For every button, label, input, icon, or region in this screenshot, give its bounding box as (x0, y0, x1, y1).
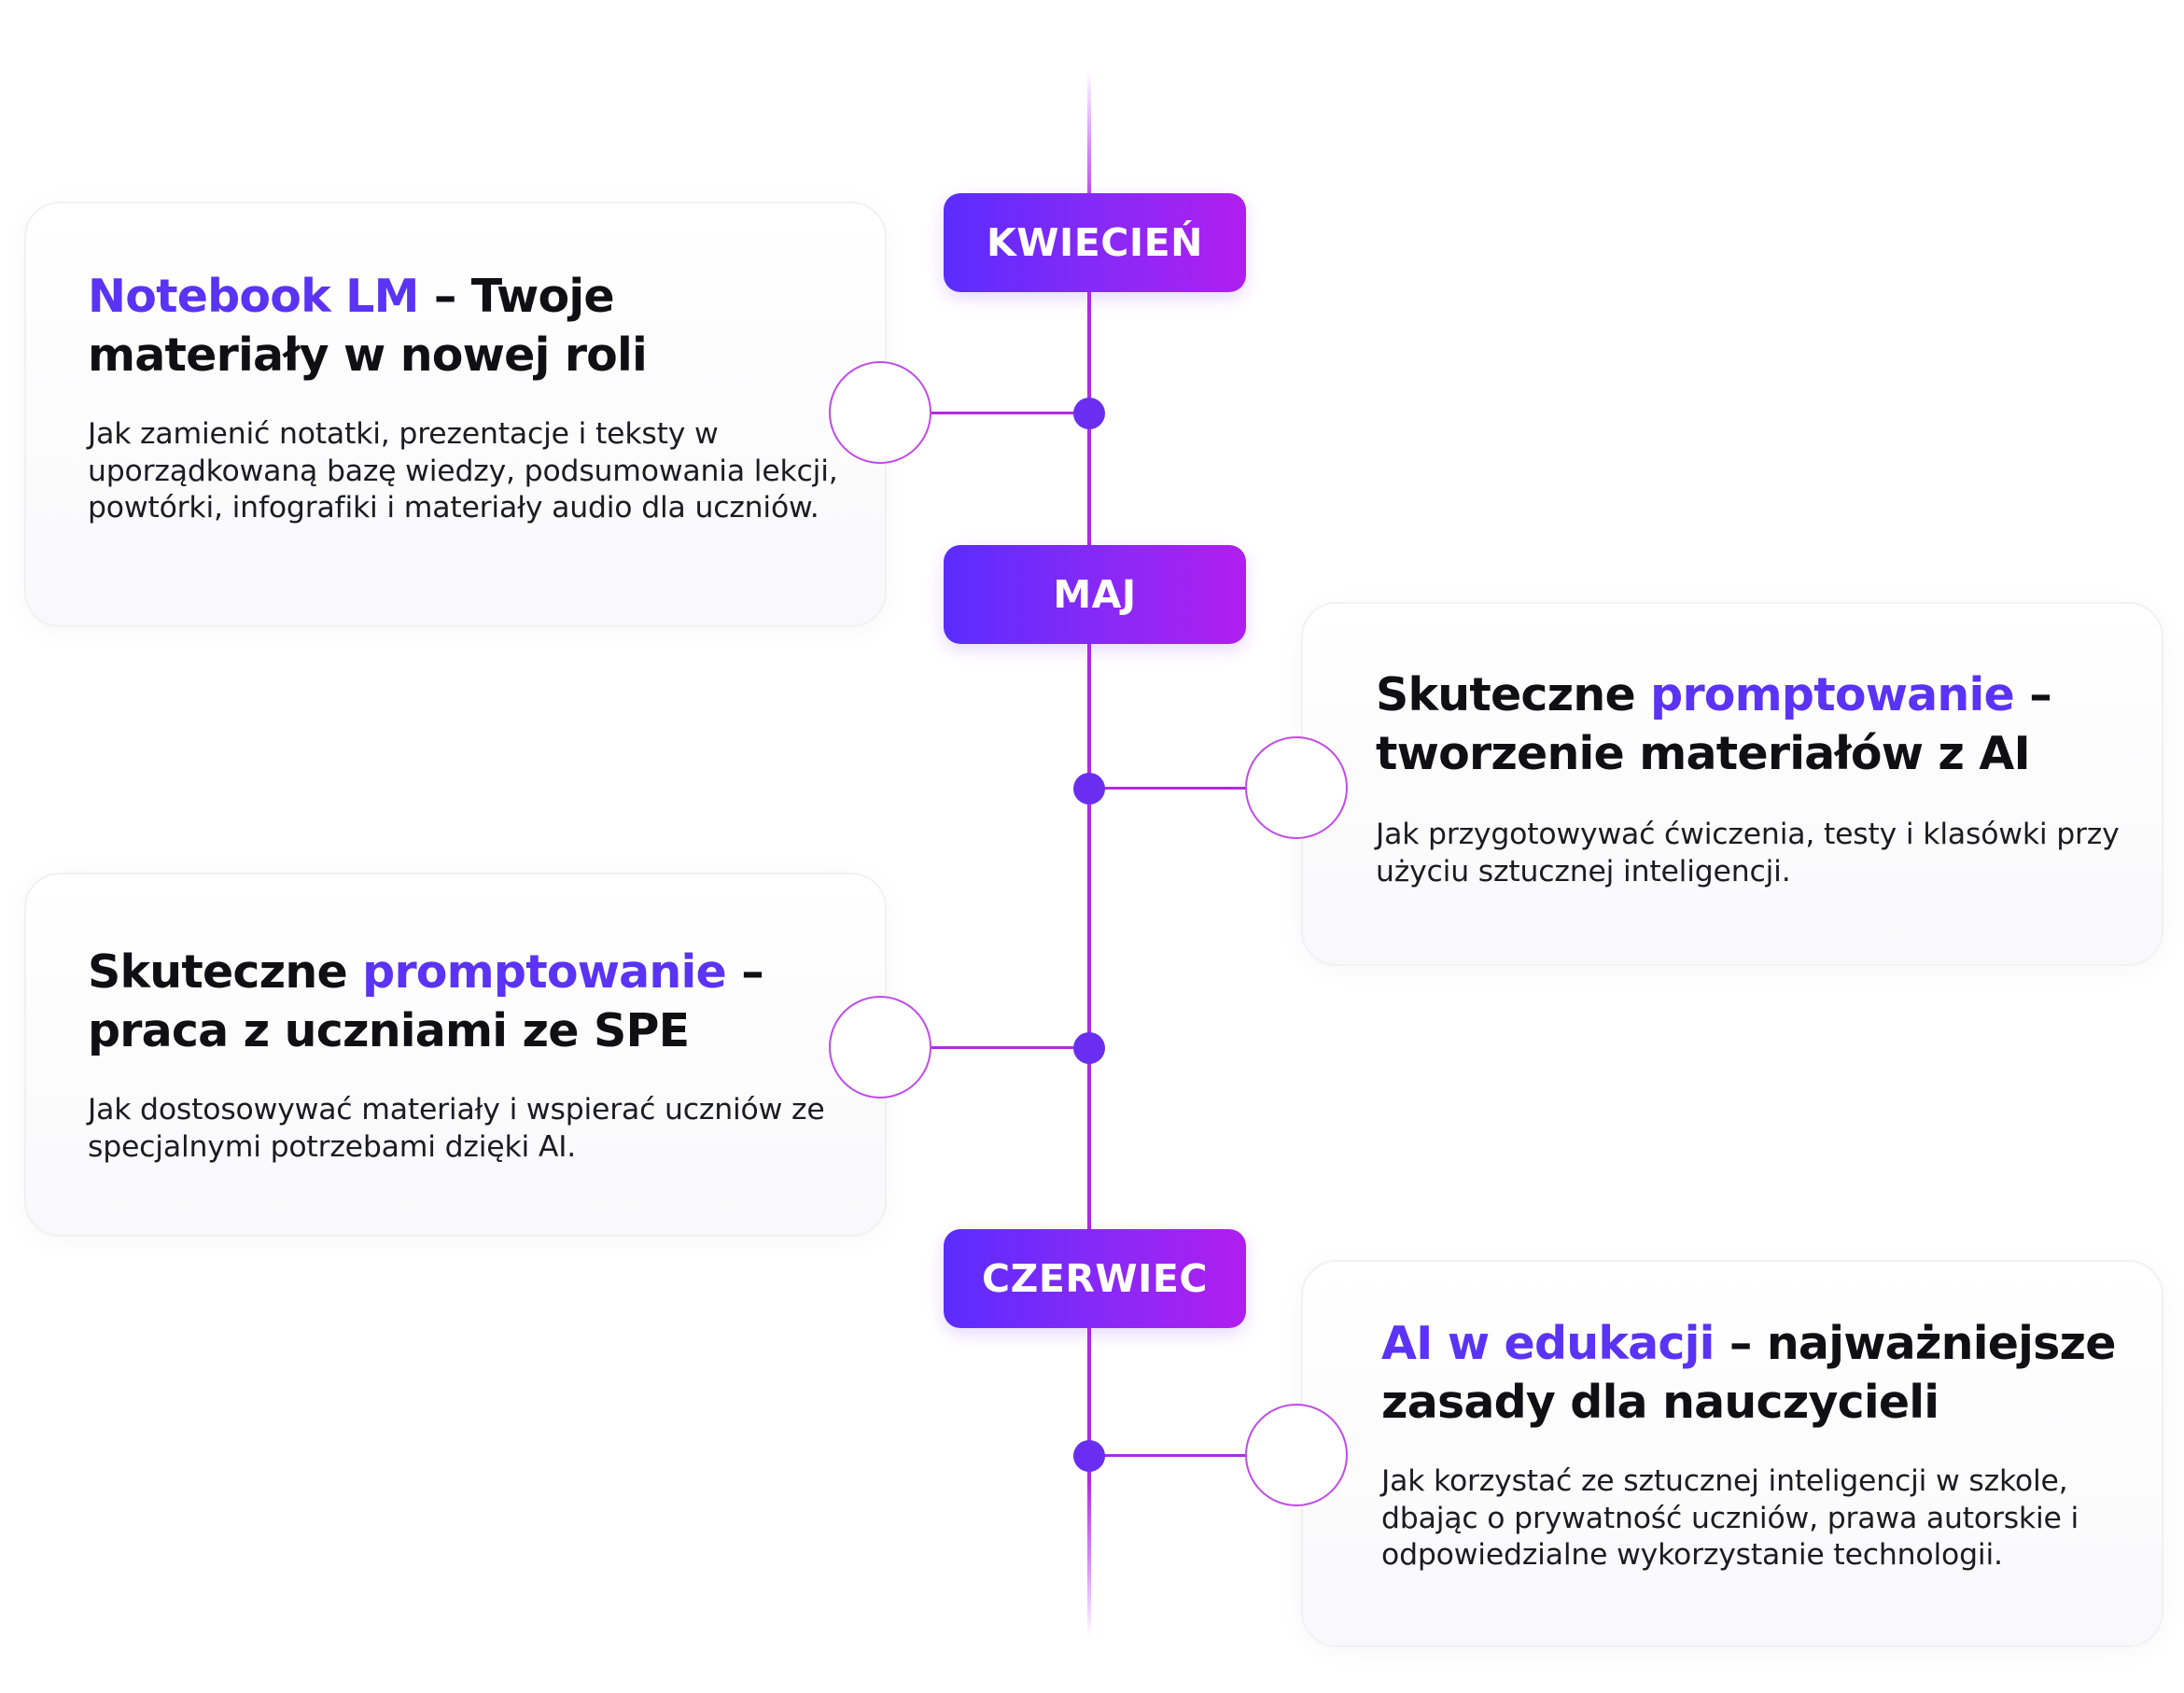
timeline-dot (1073, 398, 1105, 429)
event-card-promptowanie-materialy: Skuteczne promptowanie – tworzenie mater… (1301, 602, 2163, 966)
event-connector-line (1090, 1454, 1295, 1457)
month-badge-kwiecien: KWIECIEŃ (944, 193, 1246, 292)
event-ring-marker (1245, 736, 1348, 839)
event-title: Skuteczne promptowanie – tworzenie mater… (1376, 665, 2124, 783)
event-card-ai-w-edukacji: AI w edukacji – najważniejsze zasady dla… (1301, 1260, 2163, 1647)
event-title-rest: – Twoje materiały w nowej roli (88, 270, 648, 382)
event-title-start: Skuteczne (1376, 668, 1651, 721)
event-ring-marker (1245, 1404, 1348, 1506)
event-description: Jak przygotowywać ćwiczenia, testy i kla… (1376, 818, 2120, 888)
event-title: Notebook LM – Twoje materiały w nowej ro… (88, 267, 847, 385)
event-title-accent: promptowanie (1650, 668, 2015, 721)
event-title-rest: – praca z uczniami ze SPE (88, 945, 764, 1057)
timeline-axis-line (1087, 70, 1091, 1638)
event-title-accent: Notebook LM (88, 270, 419, 323)
event-title: AI w edukacji – najważniejsze zasady dla… (1381, 1314, 2124, 1432)
event-connector-line (922, 412, 1090, 414)
event-description: Jak dostosowywać materiały i wspierać uc… (88, 1093, 825, 1164)
event-title-accent: AI w edukacji (1381, 1317, 1715, 1370)
event-title-rest: – tworzenie materiałów z AI (1376, 668, 2052, 780)
event-ring-marker (829, 996, 931, 1098)
event-connector-line (922, 1046, 1090, 1049)
event-title-rest: – najważniejsze zasady dla nauczycieli (1381, 1317, 2116, 1429)
event-ring-marker (829, 361, 931, 464)
event-title-accent: promptowanie (362, 945, 727, 999)
month-badge-maj: MAJ (944, 545, 1246, 644)
timeline-dot (1073, 773, 1105, 805)
timeline-dot (1073, 1440, 1105, 1472)
event-connector-line (1090, 787, 1295, 790)
event-card-notebook-lm: Notebook LM – Twoje materiały w nowej ro… (24, 202, 887, 627)
month-badge-czerwiec: CZERWIEC (944, 1229, 1246, 1328)
event-title-start: Skuteczne (88, 945, 363, 999)
event-title: Skuteczne promptowanie – praca z uczniam… (88, 943, 847, 1060)
event-description: Jak zamienić notatki, prezentacje i teks… (88, 417, 838, 525)
event-card-promptowanie-spe: Skuteczne promptowanie – praca z uczniam… (24, 873, 887, 1237)
timeline-dot (1073, 1032, 1105, 1064)
event-description: Jak korzystać ze sztucznej inteligencji … (1381, 1464, 2079, 1572)
